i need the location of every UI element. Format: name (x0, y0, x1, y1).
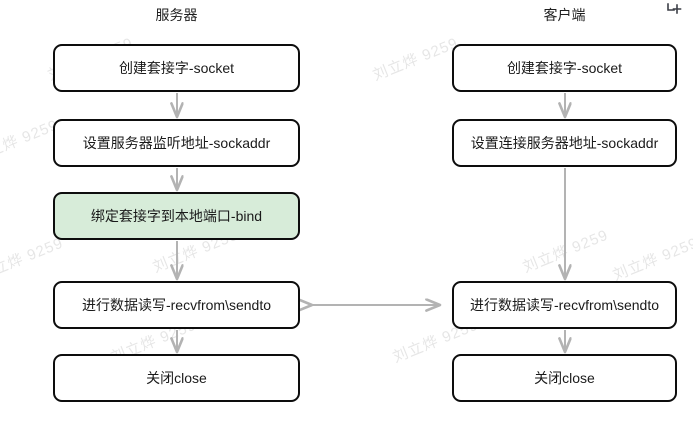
node-server-close[interactable]: 关闭close (53, 354, 300, 402)
column-title-server: 服务器 (155, 7, 198, 23)
node-client-sockaddr[interactable]: 设置连接服务器地址-sockaddr (452, 119, 677, 167)
node-server-bind[interactable]: 绑定套接字到本地端口-bind (53, 192, 300, 240)
watermark: 刘立烨 9259 (520, 226, 611, 277)
watermark: 刘立烨 9259 (610, 234, 693, 285)
node-server-socket[interactable]: 创建套接字-socket (53, 44, 300, 92)
node-server-io[interactable]: 进行数据读写-recvfrom\sendto (53, 281, 300, 329)
watermark: 刘立烨 9259 (370, 34, 461, 85)
node-server-sockaddr[interactable]: 设置服务器监听地址-sockaddr (53, 119, 300, 167)
watermark: 刘立烨 9259 (0, 234, 66, 285)
node-client-io[interactable]: 进行数据读写-recvfrom\sendto (452, 281, 677, 329)
node-client-socket[interactable]: 创建套接字-socket (452, 44, 677, 92)
column-title-client: 客户端 (543, 7, 586, 23)
watermark: 刘立烨 9259 (0, 116, 61, 167)
node-client-close[interactable]: 关闭close (452, 354, 677, 402)
crop-corner-icon (667, 3, 682, 14)
